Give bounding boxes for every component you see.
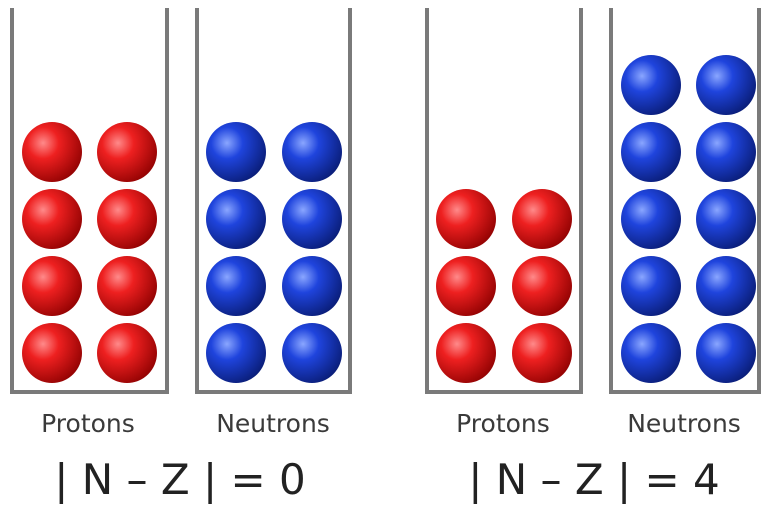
neutron-container-2 [609, 8, 761, 394]
proton-ball [97, 323, 157, 383]
proton-ball [436, 256, 496, 316]
neutron-ball [206, 189, 266, 249]
neutron-ball [696, 189, 756, 249]
proton-ball [436, 189, 496, 249]
proton-ball [436, 323, 496, 383]
neutron-ball [282, 256, 342, 316]
group-1: Protons Neutrons | N – Z | = 0 [10, 8, 352, 504]
proton-ball [22, 256, 82, 316]
proton-container-2 [425, 8, 583, 394]
neutron-ball [206, 323, 266, 383]
proton-ball [22, 323, 82, 383]
proton-ball [512, 189, 572, 249]
neutron-ball [621, 122, 681, 182]
protons-label-2: Protons [456, 409, 550, 438]
proton-stack-1 [22, 122, 157, 383]
neutrons-label-1: Neutrons [216, 409, 330, 438]
neutron-ball [696, 122, 756, 182]
neutron-ball [696, 55, 756, 115]
neutron-ball [206, 122, 266, 182]
proton-ball [97, 256, 157, 316]
neutron-ball [621, 256, 681, 316]
neutron-stack-2 [621, 55, 756, 383]
neutron-ball [621, 55, 681, 115]
proton-ball [97, 189, 157, 249]
neutron-ball [621, 189, 681, 249]
neutron-ball [282, 189, 342, 249]
neutron-ball [282, 323, 342, 383]
proton-ball [97, 122, 157, 182]
neutron-ball [696, 323, 756, 383]
neutrons-label-2: Neutrons [627, 409, 741, 438]
proton-ball [512, 323, 572, 383]
equation-2: | N – Z | = 4 [468, 455, 720, 504]
neutron-ball [696, 256, 756, 316]
proton-container-1 [10, 8, 169, 394]
neutron-ball [621, 323, 681, 383]
group-2: Protons Neutrons | N – Z | = 4 [425, 8, 761, 504]
proton-stack-2 [436, 189, 572, 383]
protons-label-1: Protons [41, 409, 135, 438]
neutron-ball [282, 122, 342, 182]
neutron-stack-1 [206, 122, 342, 383]
neutron-container-1 [195, 8, 352, 394]
proton-ball [22, 122, 82, 182]
proton-ball [512, 256, 572, 316]
neutron-ball [206, 256, 266, 316]
proton-ball [22, 189, 82, 249]
equation-1: | N – Z | = 0 [54, 455, 306, 504]
